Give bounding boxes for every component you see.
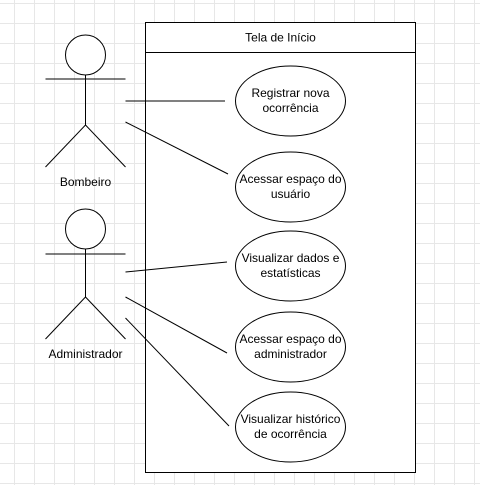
use-case-label-line2: usuário [271, 187, 311, 201]
use-case-label-line1: Visualizar histórico [241, 412, 341, 426]
actor-administrador[interactable]: Administrador [45, 208, 126, 361]
actor-head [65, 34, 106, 76]
actor-left-leg [45, 124, 86, 168]
use-case-acessar-espaco-administrador[interactable]: Acessar espaço do administrador [235, 311, 346, 383]
use-case-ellipse [235, 230, 346, 302]
use-case-ellipse [235, 65, 346, 137]
use-case-ellipse [235, 311, 346, 383]
actor-left-leg [45, 296, 86, 340]
system-title: Tela de Início [245, 31, 316, 45]
use-case-label-line2: ocorrência [262, 101, 318, 115]
actor-right-leg [85, 296, 126, 340]
use-case-label-line2: estatísticas [260, 266, 320, 280]
actor-bombeiro[interactable]: Bombeiro [45, 34, 126, 189]
associations [125, 100, 230, 427]
actor-right-leg [85, 124, 126, 168]
use-case-label-line2: administrador [254, 347, 327, 361]
association-admin-dados[interactable] [125, 261, 228, 273]
use-case-ellipse [235, 151, 346, 223]
use-case-label-line2: de ocorrência [254, 427, 327, 441]
use-case-label-line1: Acessar espaço do [239, 172, 341, 186]
use-case-visualizar-historico[interactable]: Visualizar histórico de ocorrência [235, 391, 346, 463]
actor-label: Administrador [48, 347, 122, 361]
use-case-label-line1: Registrar nova [251, 86, 329, 100]
actor-label: Bombeiro [60, 175, 112, 189]
association-admin-espaco-admin[interactable] [125, 296, 228, 354]
use-case-ellipse [235, 391, 346, 463]
use-case-label-line1: Visualizar dados e [242, 251, 340, 265]
use-case-acessar-espaco-usuario[interactable]: Acessar espaço do usuário [235, 151, 346, 223]
association-admin-historico[interactable] [125, 317, 230, 427]
use-case-label-line1: Acessar espaço do [239, 332, 341, 346]
use-case-visualizar-dados[interactable]: Visualizar dados e estatísticas [235, 230, 346, 302]
actor-head [65, 208, 106, 250]
association-bombeiro-espaco-usuario[interactable] [125, 121, 229, 175]
use-case-registrar-ocorrencia[interactable]: Registrar nova ocorrência [235, 65, 346, 137]
